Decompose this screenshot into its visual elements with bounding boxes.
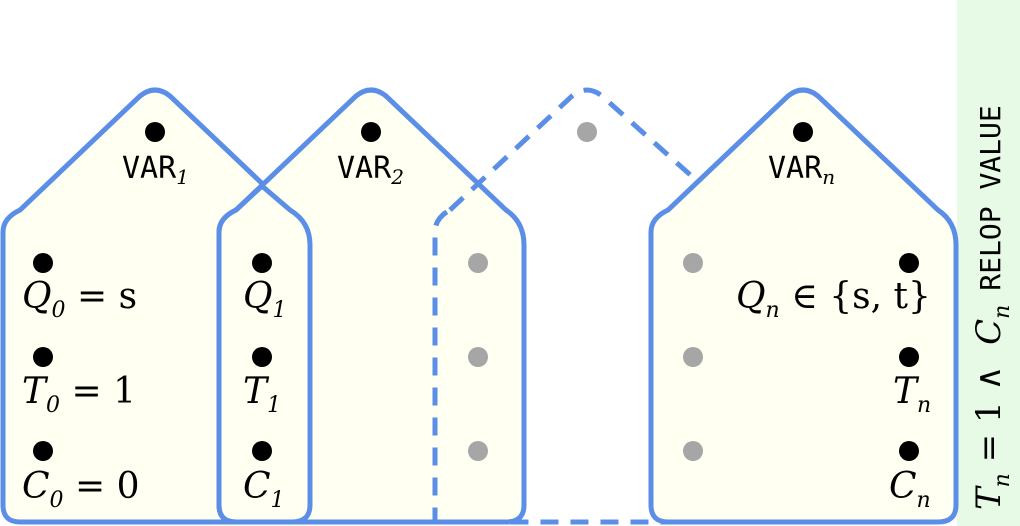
overlap-box [216, 182, 313, 525]
dot-q0 [33, 253, 53, 273]
dot-ghost2-q [683, 253, 703, 273]
dot-ghost-c [468, 441, 488, 461]
house-ghost-dashed [432, 87, 745, 525]
dot-ghost2-t [683, 347, 703, 367]
dot-cn [899, 441, 919, 461]
dot-ghost2-c [683, 441, 703, 461]
row-t1: T1 [243, 371, 281, 418]
row-cn: Cn [889, 466, 931, 513]
house-varn [648, 87, 959, 525]
dot-q1 [252, 253, 272, 273]
house-varn-label: VARn [768, 151, 835, 189]
row-tn: Tn [893, 371, 931, 418]
node-dots [33, 122, 919, 461]
house-var1-label: VAR1 [122, 151, 189, 189]
dot-varn [793, 122, 813, 142]
row-q0: Q0 = s [22, 276, 137, 323]
side-panel-text: Tn = 1 ∧ CnRELOP VALUE [969, 105, 1015, 510]
dot-c0 [33, 441, 53, 461]
house-var2-label: VAR2 [337, 151, 404, 189]
dot-tn [899, 347, 919, 367]
dot-var2 [361, 122, 381, 142]
row-c0: C0 = 0 [22, 466, 140, 513]
labels: VAR1 VAR2 VARn Q0 = s T0 = 1 C0 = 0 Q1 T… [22, 105, 1015, 513]
dot-ghost-q [468, 253, 488, 273]
dot-qn [899, 253, 919, 273]
dot-var1 [145, 122, 165, 142]
dot-ghost-top [577, 122, 597, 142]
dot-ghost-t [468, 347, 488, 367]
row-qn: Qn ∈ {s, t} [736, 276, 931, 323]
side-panel [957, 0, 1020, 526]
row-t0: T0 = 1 [22, 371, 136, 418]
dot-c1 [252, 441, 272, 461]
row-q1: Q1 [243, 276, 287, 323]
row-c1: C1 [243, 466, 285, 513]
dot-t0 [33, 347, 53, 367]
dot-t1 [252, 347, 272, 367]
